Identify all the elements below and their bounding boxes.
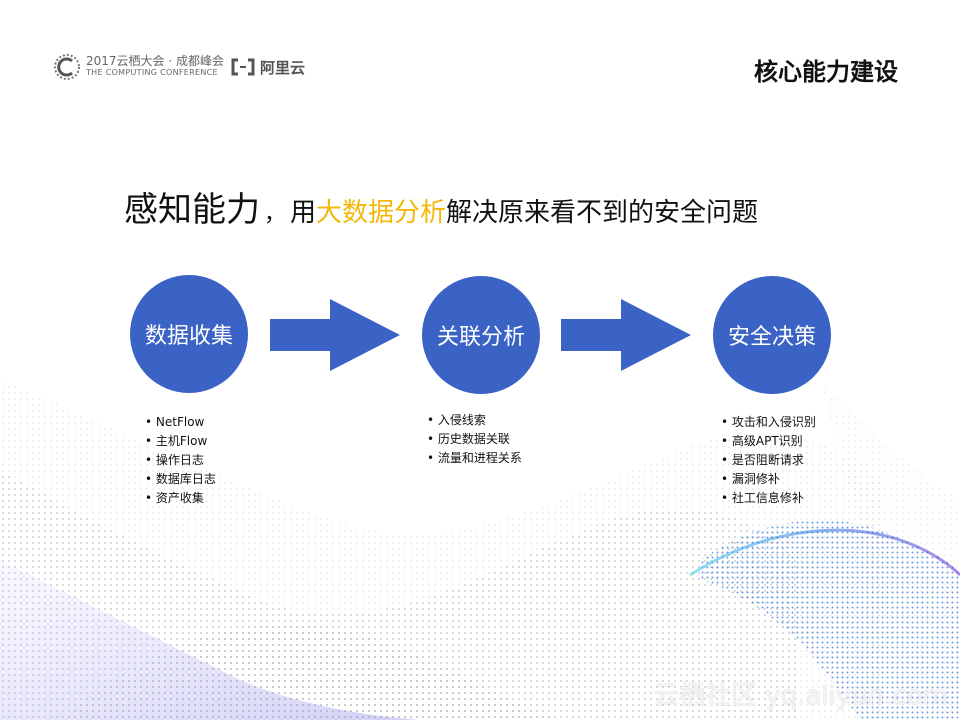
headline-part1: 用 (290, 198, 317, 228)
list-item: 操作日志 (145, 451, 216, 470)
list-item: 攻击和入侵识别 (721, 413, 816, 432)
headline: 感知能力，用大数据分析解决原来看不到的安全问题 (124, 182, 758, 231)
list-item: 入侵线索 (427, 411, 522, 430)
aliyun-brand-name: 阿里云 (260, 58, 306, 77)
list-item: 数据库日志 (145, 470, 216, 489)
computing-conference-logo-icon (54, 54, 80, 80)
headline-part2: 解决原来看不到的安全问题 (446, 198, 759, 228)
data-collection-list: NetFlow 主机Flow 操作日志 数据库日志 资产收集 (145, 413, 216, 508)
step-circle-correlation-analysis: 关联分析 (422, 276, 540, 394)
conference-subtitle: THE COMPUTING CONFERENCE (86, 68, 218, 77)
headline-accent: 大数据分析 (316, 198, 447, 228)
step-label: 数据收集 (144, 324, 233, 349)
list-item: 历史数据关联 (427, 430, 522, 449)
step-label: 关联分析 (436, 325, 525, 350)
list-item: 流量和进程关系 (427, 449, 522, 468)
list-item: 高级APT识别 (721, 432, 816, 451)
aliyun-logo: 阿里云 (230, 56, 305, 78)
aliyun-bracket-icon (231, 58, 255, 76)
list-item: 资产收集 (145, 489, 216, 508)
slide-header: 2017云栖大会 · 成都峰会 THE COMPUTING CONFERENCE… (0, 0, 960, 110)
headline-comma: ， (264, 202, 287, 227)
list-item: 是否阻断请求 (721, 451, 816, 470)
list-item: NetFlow (145, 413, 216, 432)
list-item: 主机Flow (145, 432, 216, 451)
correlation-analysis-list: 入侵线索 历史数据关联 流量和进程关系 (427, 411, 522, 468)
step-circle-security-decision: 安全决策 (713, 276, 831, 394)
security-decision-list: 攻击和入侵识别 高级APT识别 是否阻断请求 漏洞修补 社工信息修补 (721, 413, 816, 508)
flow-arrow-right-icon (561, 299, 691, 371)
flow-arrow-right-icon (270, 299, 400, 371)
page-title: 核心能力建设 (754, 58, 898, 86)
step-circle-data-collection: 数据收集 (130, 275, 248, 393)
site-watermark: 云栖社区 yq.aliyun.com (653, 681, 948, 711)
conference-name: 2017云栖大会 · 成都峰会 THE COMPUTING CONFERENCE (86, 54, 224, 78)
step-label: 安全决策 (727, 325, 816, 350)
conference-title: 2017云栖大会 · 成都峰会 (86, 54, 224, 68)
headline-lead: 感知能力 (124, 190, 260, 230)
list-item: 漏洞修补 (721, 470, 816, 489)
list-item: 社工信息修补 (721, 489, 816, 508)
